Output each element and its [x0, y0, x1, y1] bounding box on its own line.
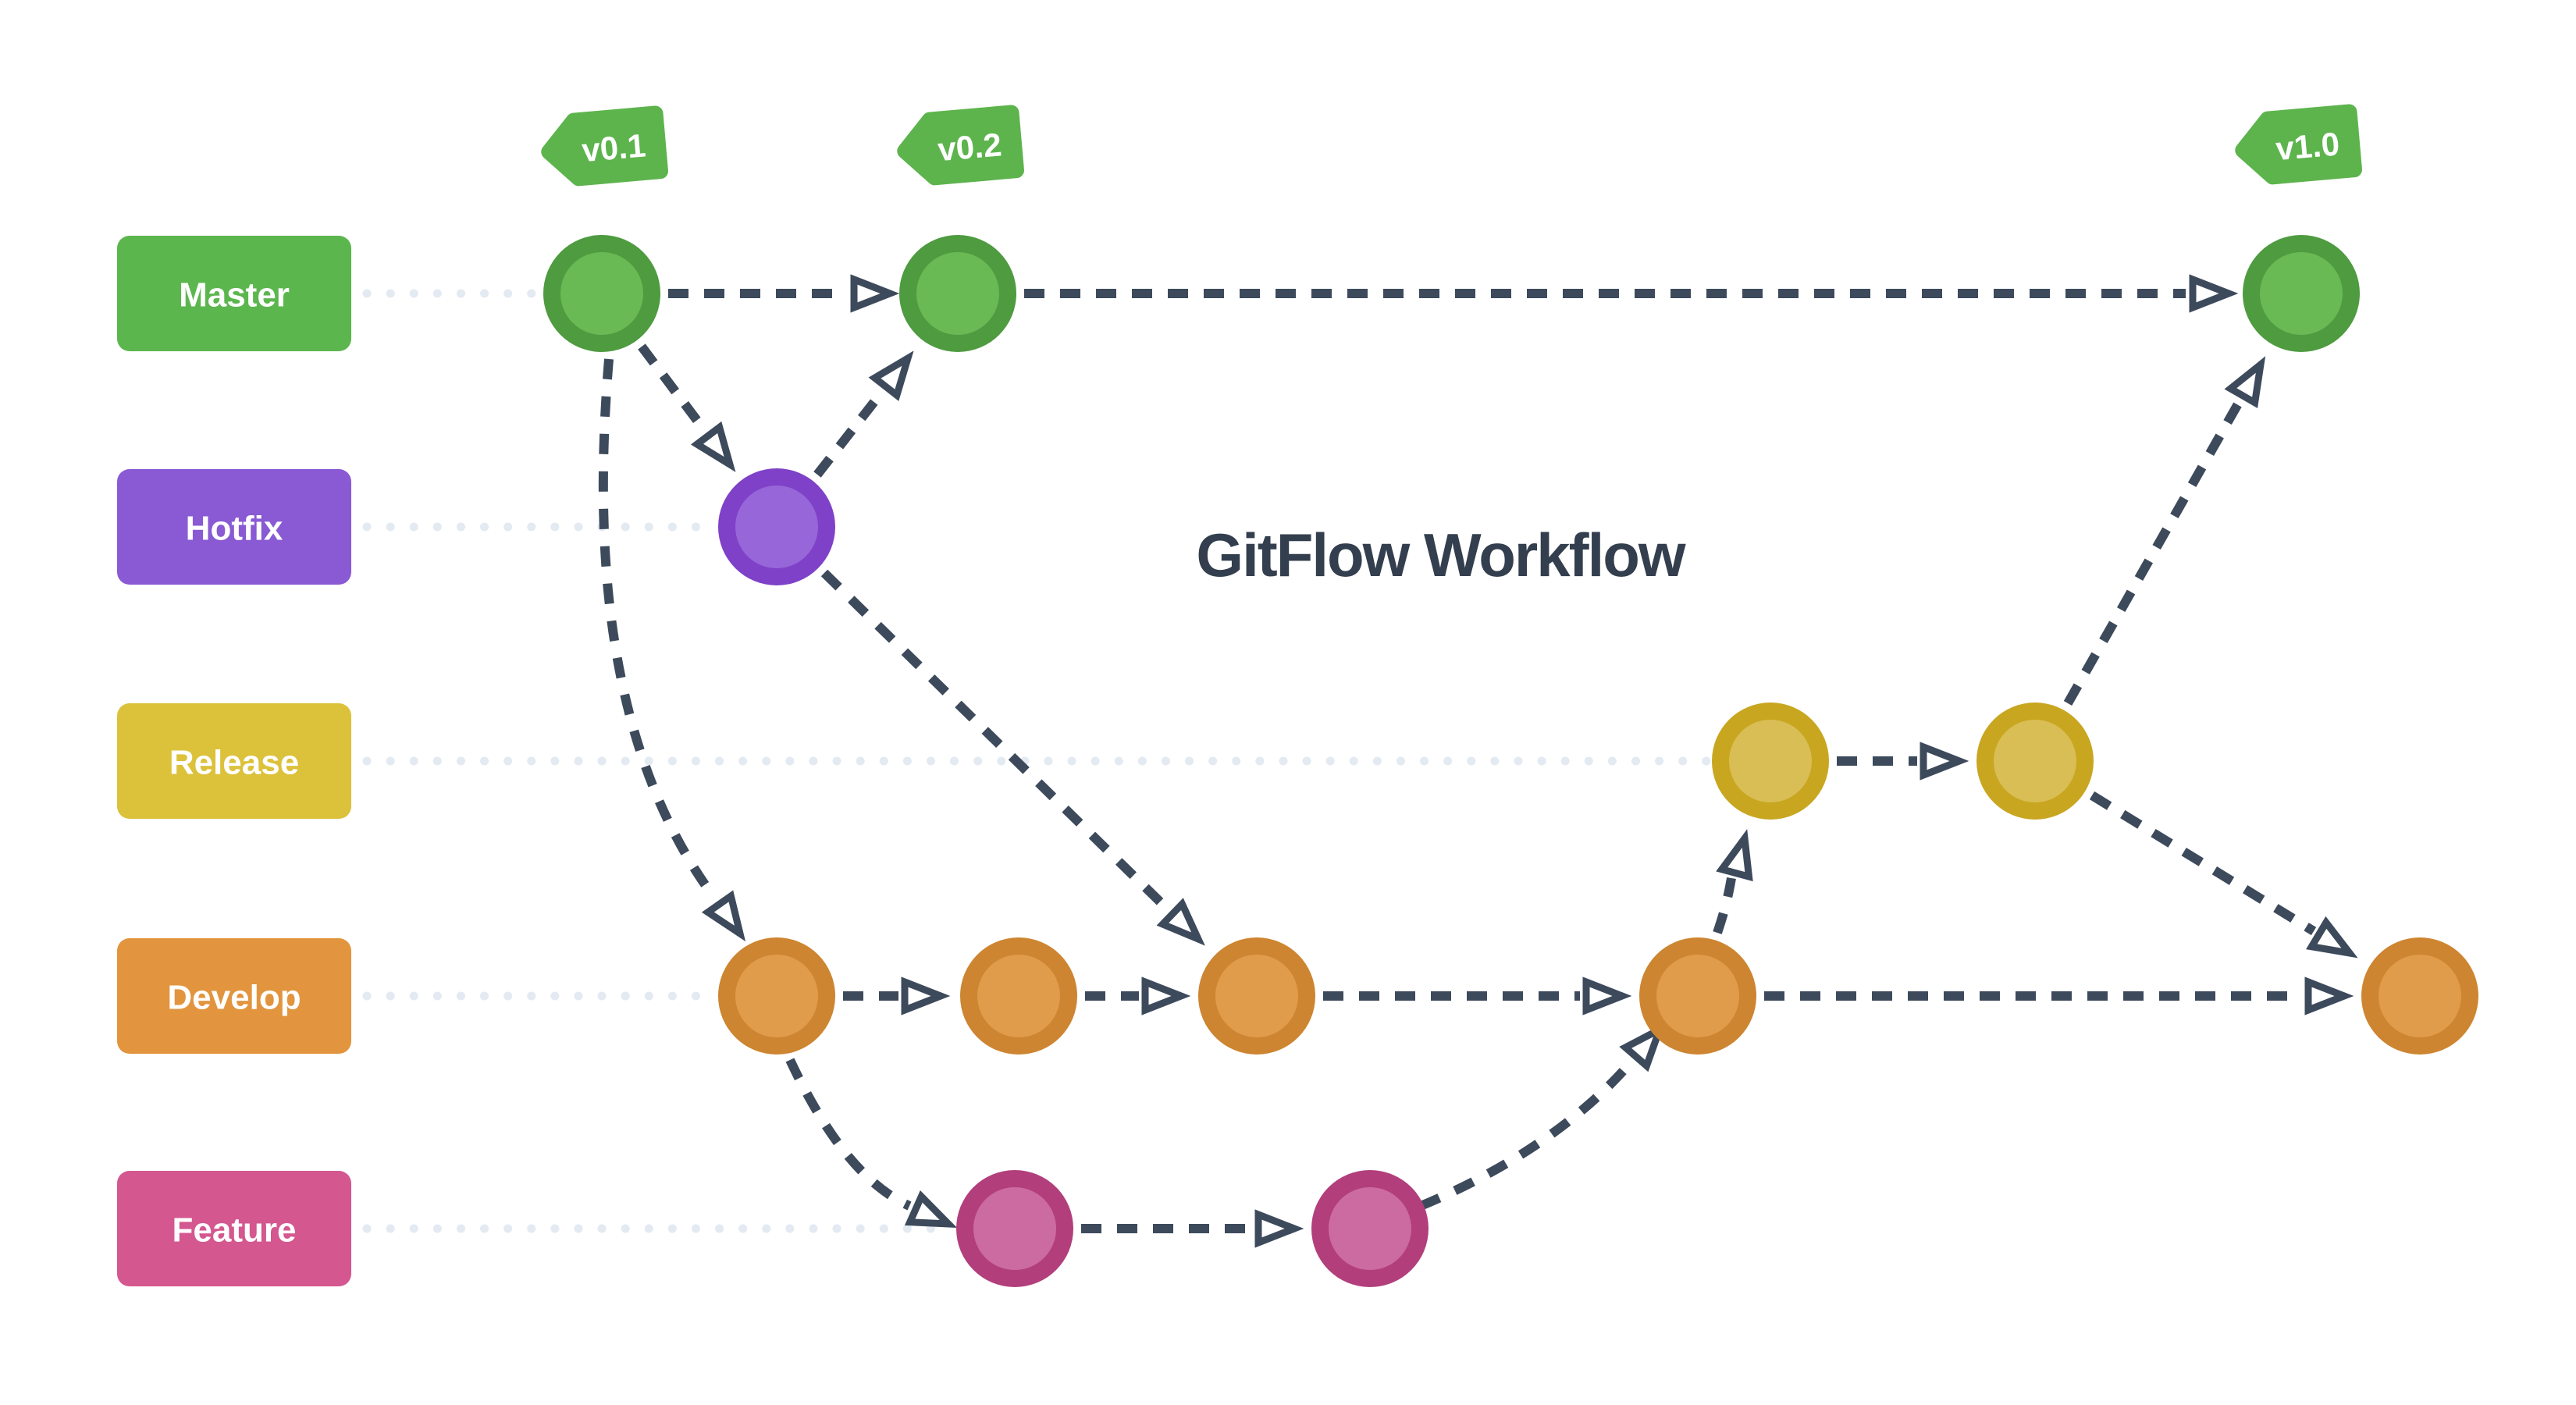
commit-develop-4: [1639, 937, 1756, 1055]
arrowhead-master1-develop1: [701, 890, 746, 942]
arrowhead-develop1-feature1: [904, 1190, 958, 1229]
lane-guides: [362, 289, 1711, 1233]
branch-label-hotfix: Hotfix: [117, 469, 351, 585]
commit-feature-2: [1311, 1170, 1429, 1287]
edge-master1-hotfix1: [638, 343, 709, 434]
release-tag-v0-1: v0.1: [541, 105, 668, 187]
arrowhead-develop1-develop2: [901, 976, 951, 1016]
tag-shape: [2235, 104, 2362, 185]
arrowhead-release1-release2: [1920, 742, 1969, 781]
arrowhead-master2-master3: [2189, 274, 2239, 313]
arrowhead-develop4-release1: [1716, 829, 1753, 882]
commit-develop-2: [960, 937, 1077, 1055]
commit-release-2: [1976, 702, 2094, 820]
diagram-title: GitFlow Workflow: [1196, 521, 1686, 589]
arrowhead-master1-hotfix1: [690, 421, 736, 472]
edge-release2-master3: [2063, 399, 2244, 706]
commits: [543, 235, 2478, 1287]
tag-label: v0.1: [580, 126, 647, 169]
arrowhead-develop2-develop3: [1141, 976, 1191, 1016]
tag-label: v0.2: [936, 126, 1003, 168]
commit-feature-1: [956, 1170, 1073, 1287]
edge-develop4-release1: [1713, 877, 1736, 934]
edge-master1-develop1: [598, 358, 718, 901]
branch-label-master-text: Master: [179, 276, 290, 315]
tag-label: v1.0: [2274, 125, 2341, 167]
commit-master-2: [899, 235, 1016, 352]
branch-labels: Master Hotfix Release Develop Feature: [117, 236, 351, 1286]
edge-develop1-feature1: [785, 1058, 912, 1211]
arrowhead-feature1-feature2: [1254, 1209, 1304, 1248]
commit-develop-1: [718, 937, 835, 1055]
edge-feature2-develop4: [1418, 1058, 1635, 1211]
tag-shape: [897, 105, 1024, 186]
release-tag-v0-2: v0.2: [897, 105, 1024, 186]
arrowhead-develop3-develop4: [1582, 976, 1632, 1016]
branch-label-release-text: Release: [169, 744, 299, 782]
edge-hotfix1-master2: [813, 389, 886, 478]
arrowhead-master1-master2: [850, 274, 900, 313]
branch-label-master: Master: [117, 236, 351, 351]
arrowhead-release2-master3: [2224, 356, 2266, 409]
commit-develop-3: [1198, 937, 1315, 1055]
branch-label-develop: Develop: [117, 938, 351, 1054]
branch-label-hotfix-text: Hotfix: [186, 510, 283, 548]
arrowhead-hotfix1-develop3: [1156, 898, 1205, 946]
release-tag-v1-0: v1.0: [2235, 104, 2362, 185]
version-tags: v0.1 v0.2 v1.0: [541, 104, 2362, 187]
branch-label-release: Release: [117, 703, 351, 819]
edge-hotfix1-develop3: [820, 569, 1172, 913]
edges: [598, 289, 2317, 1233]
edge-release2-develop5: [2089, 791, 2317, 936]
arrowhead-release2-develop5: [2306, 916, 2358, 959]
arrowhead-feature2-develop4: [1619, 1022, 1667, 1072]
commit-master-3: [2243, 235, 2360, 352]
commit-release-1: [1712, 702, 1829, 820]
commit-hotfix-1: [718, 468, 835, 585]
commit-develop-5: [2361, 937, 2478, 1055]
arrowhead-develop4-develop5: [2304, 976, 2354, 1016]
arrowheads: [690, 274, 2358, 1248]
tag-shape: [541, 105, 668, 187]
commit-master-1: [543, 235, 660, 352]
arrowhead-hotfix1-master2: [868, 350, 914, 401]
branch-label-feature-text: Feature: [173, 1211, 297, 1250]
branch-label-feature: Feature: [117, 1171, 351, 1286]
branch-label-develop-text: Develop: [167, 979, 301, 1017]
